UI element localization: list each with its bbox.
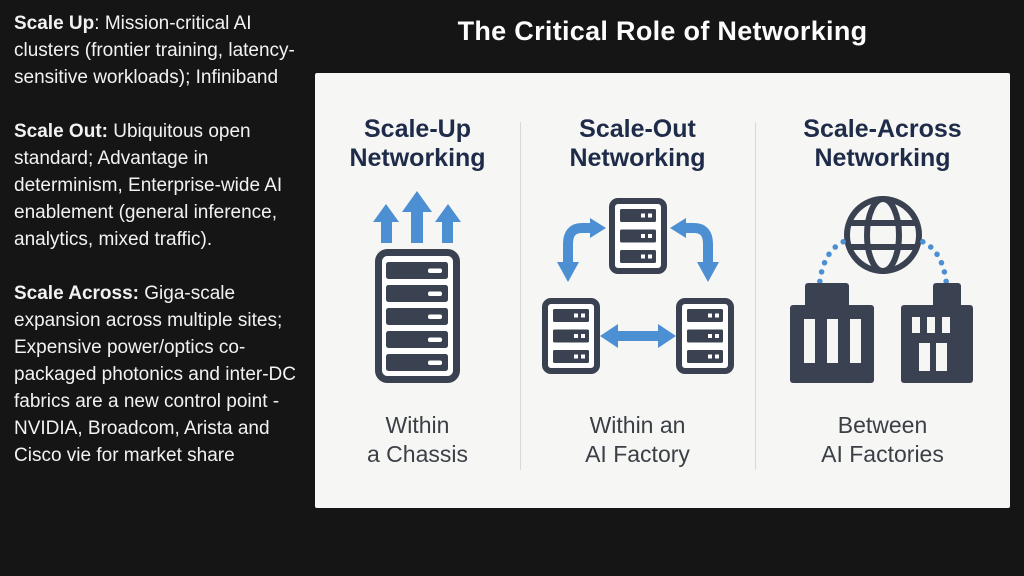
- globe-between-buildings-icon: [789, 196, 973, 383]
- servers-exchange-arrows-icon: [541, 198, 734, 374]
- scale-out-lead: Scale Out:: [14, 121, 108, 142]
- networking-diagram-panel: Scale-Up Networking: [315, 73, 1010, 508]
- scale-out-caption: Within an AI Factory: [585, 412, 690, 467]
- column-divider: [755, 122, 756, 470]
- scale-up-body: : Mission-critical AI clusters (frontier…: [14, 13, 295, 88]
- scale-up-caption: Within a Chassis: [367, 412, 468, 467]
- column-divider: [520, 122, 521, 470]
- scale-out-icon-box: [520, 173, 755, 401]
- scale-out-body: Ubiquitous open standard; Advantage in d…: [14, 121, 283, 250]
- scale-across-body: Giga-scale expansion across multiple sit…: [14, 283, 297, 466]
- scale-across-heading: Scale-Across Networking: [803, 115, 962, 172]
- server-rack-up-arrows-icon: [372, 191, 461, 383]
- scale-across-lead: Scale Across:: [14, 283, 139, 304]
- column-scale-across: Scale-Across Networking: [755, 73, 1010, 508]
- column-scale-out: Scale-Out Networking: [520, 73, 755, 508]
- column-scale-up: Scale-Up Networking: [315, 73, 520, 508]
- scale-out-heading: Scale-Out Networking: [569, 115, 706, 172]
- sidebar-commentary: Scale Up: Mission-critical AI clusters (…: [14, 10, 312, 496]
- paragraph-scale-across: Scale Across: Giga-scale expansion acros…: [14, 280, 312, 469]
- scale-across-caption: Between AI Factories: [821, 412, 944, 467]
- scale-up-lead: Scale Up: [14, 13, 95, 34]
- paragraph-scale-out: Scale Out: Ubiquitous open standard; Adv…: [14, 118, 312, 253]
- scale-up-icon-box: [315, 173, 520, 401]
- scale-across-icon-box: [755, 173, 1010, 401]
- page-title: The Critical Role of Networking: [457, 16, 868, 46]
- paragraph-scale-up: Scale Up: Mission-critical AI clusters (…: [14, 10, 312, 91]
- scale-up-heading: Scale-Up Networking: [349, 115, 486, 172]
